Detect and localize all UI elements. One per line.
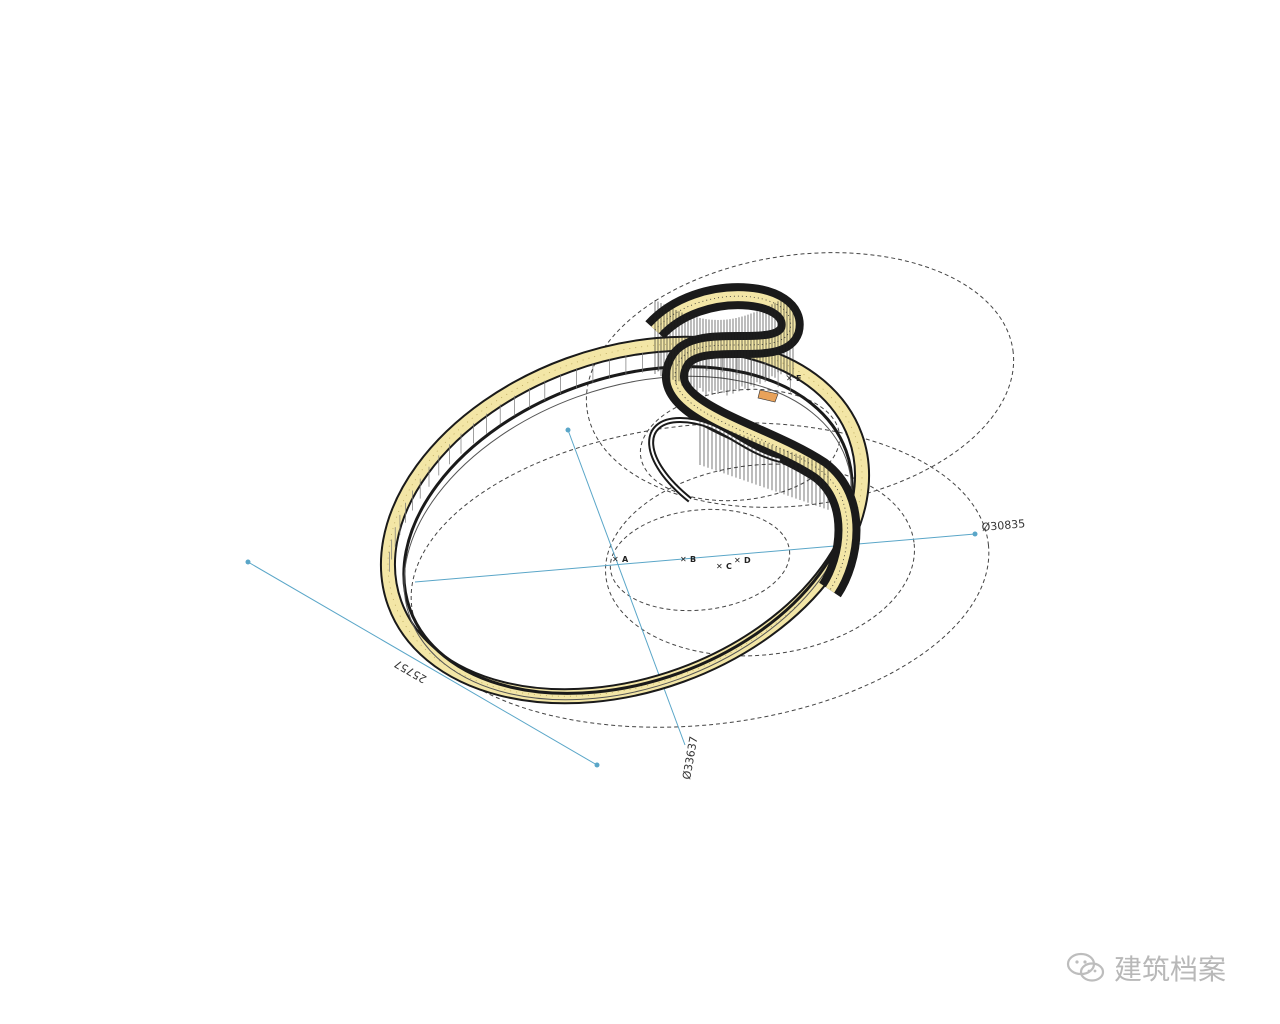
spiral-ramp xyxy=(645,283,861,598)
section-marks: ✕ A ✕ B ✕ C ✕ D ✕ E xyxy=(612,374,801,571)
svg-text:B: B xyxy=(690,555,696,564)
vertical-dimension-line xyxy=(567,429,686,746)
section-mark-a: ✕ A xyxy=(612,555,629,564)
svg-text:✕: ✕ xyxy=(716,562,723,571)
inner-construction-circle xyxy=(605,463,915,657)
spiral-railing xyxy=(654,300,829,510)
dimension-ticks xyxy=(245,427,978,768)
dimension-label-33637: Ø33637 xyxy=(680,735,700,780)
watermark: 建筑档案 xyxy=(1066,948,1226,988)
ring-walkway xyxy=(379,335,871,705)
dimension-label-25757: 25757 xyxy=(392,657,429,686)
svg-text:D: D xyxy=(744,556,751,565)
section-mark-d: ✕ D xyxy=(734,556,751,565)
dimension-lines xyxy=(247,429,976,766)
svg-text:E: E xyxy=(796,374,801,383)
dimension-label-30835: Ø30835 xyxy=(981,517,1026,534)
upper-construction-circle xyxy=(585,252,1015,508)
large-construction-circle xyxy=(410,422,990,728)
watermark-text: 建筑档案 xyxy=(1114,953,1227,986)
wechat-icon xyxy=(1066,952,1105,982)
section-mark-c: ✕ C xyxy=(716,562,732,571)
construction-circles xyxy=(410,252,1015,728)
small-construction-circle xyxy=(609,508,791,612)
svg-text:✕: ✕ xyxy=(612,555,619,564)
horizontal-dimension-line xyxy=(414,533,976,583)
ramp-end xyxy=(757,389,779,403)
diagonal-dimension-line xyxy=(247,561,598,766)
svg-text:✕: ✕ xyxy=(680,555,687,564)
svg-text:A: A xyxy=(622,555,629,564)
svg-text:C: C xyxy=(726,562,732,571)
section-mark-e: ✕ E xyxy=(786,374,801,383)
svg-text:✕: ✕ xyxy=(786,374,793,383)
svg-text:✕: ✕ xyxy=(734,556,741,565)
section-mark-b: ✕ B xyxy=(680,555,696,564)
